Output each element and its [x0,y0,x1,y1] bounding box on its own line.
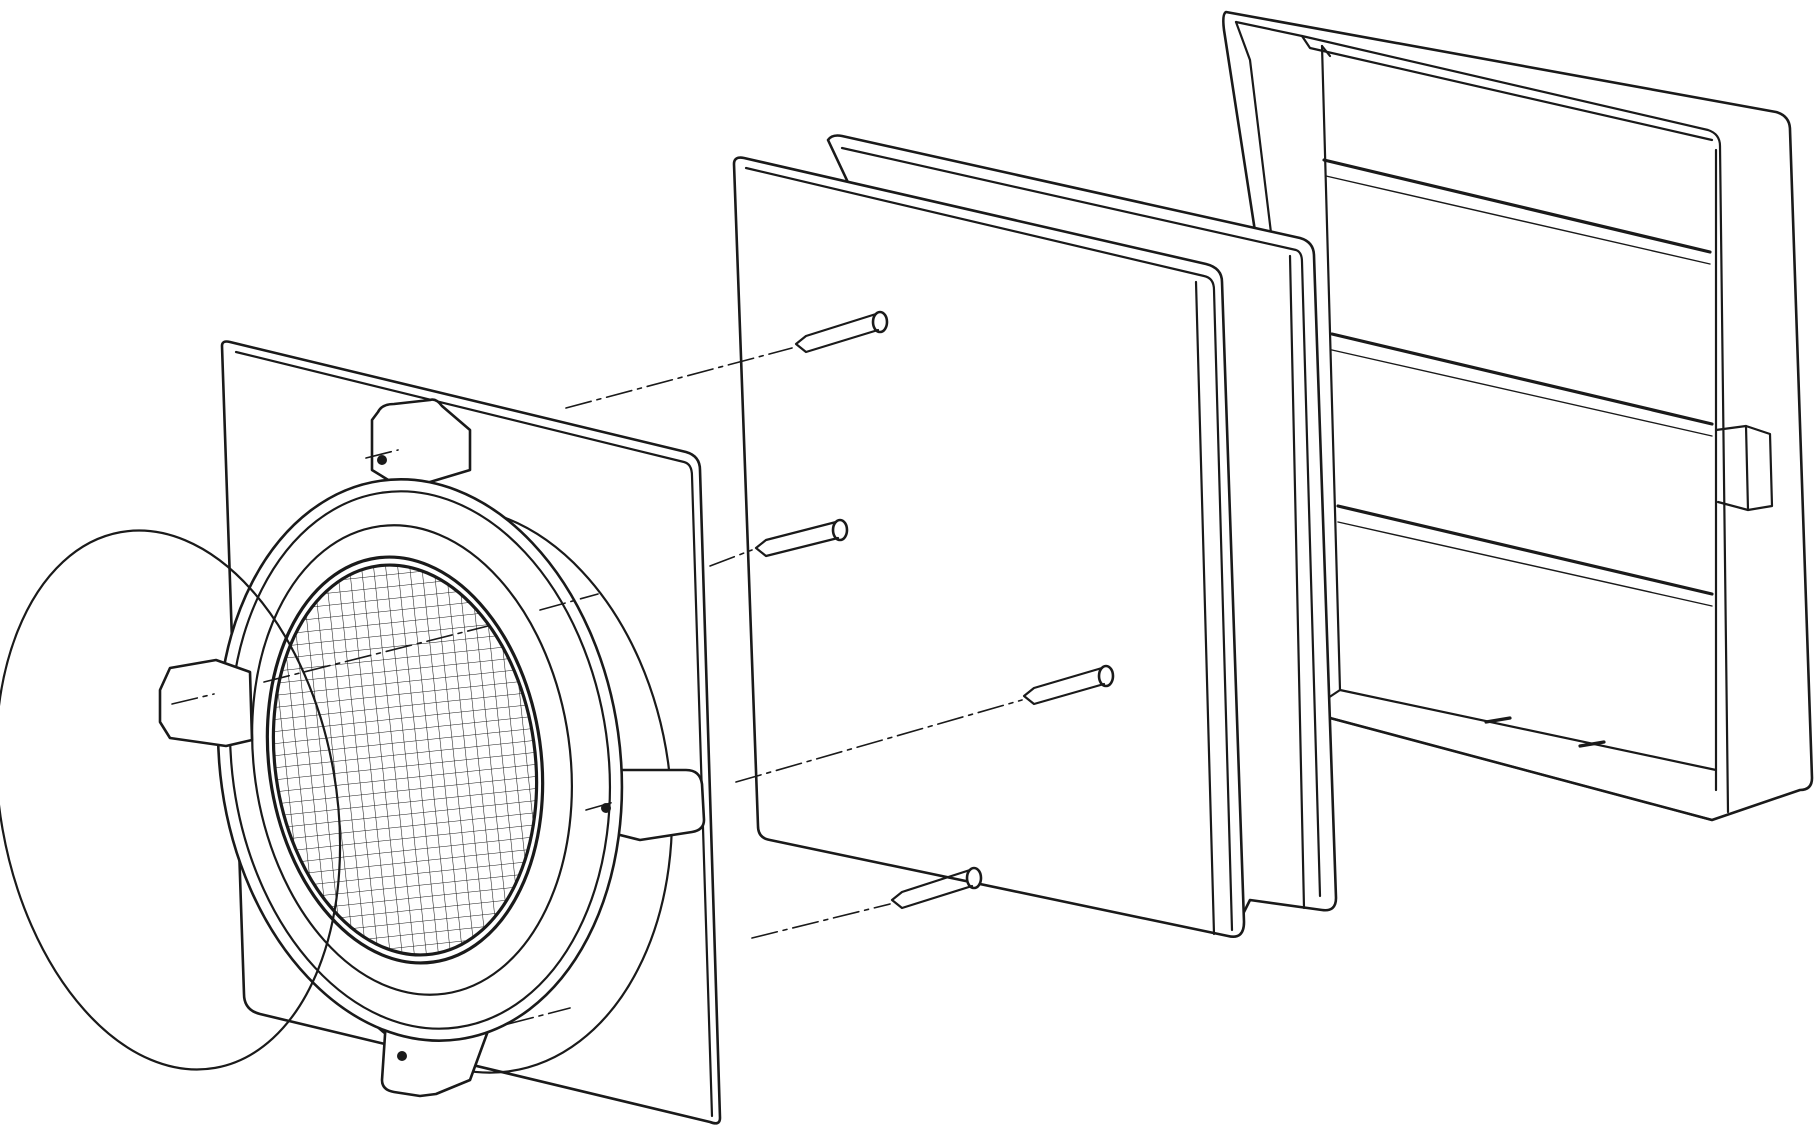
assembly-lines [171,347,1023,1025]
screw-1 [794,310,889,354]
screw-3 [1022,664,1115,706]
screws [754,310,1115,910]
screw-2 [754,518,849,558]
cover-disc [0,529,342,1071]
gasket-plate [732,156,1246,938]
shutter-frame [1222,10,1814,822]
screw-4 [890,866,983,910]
